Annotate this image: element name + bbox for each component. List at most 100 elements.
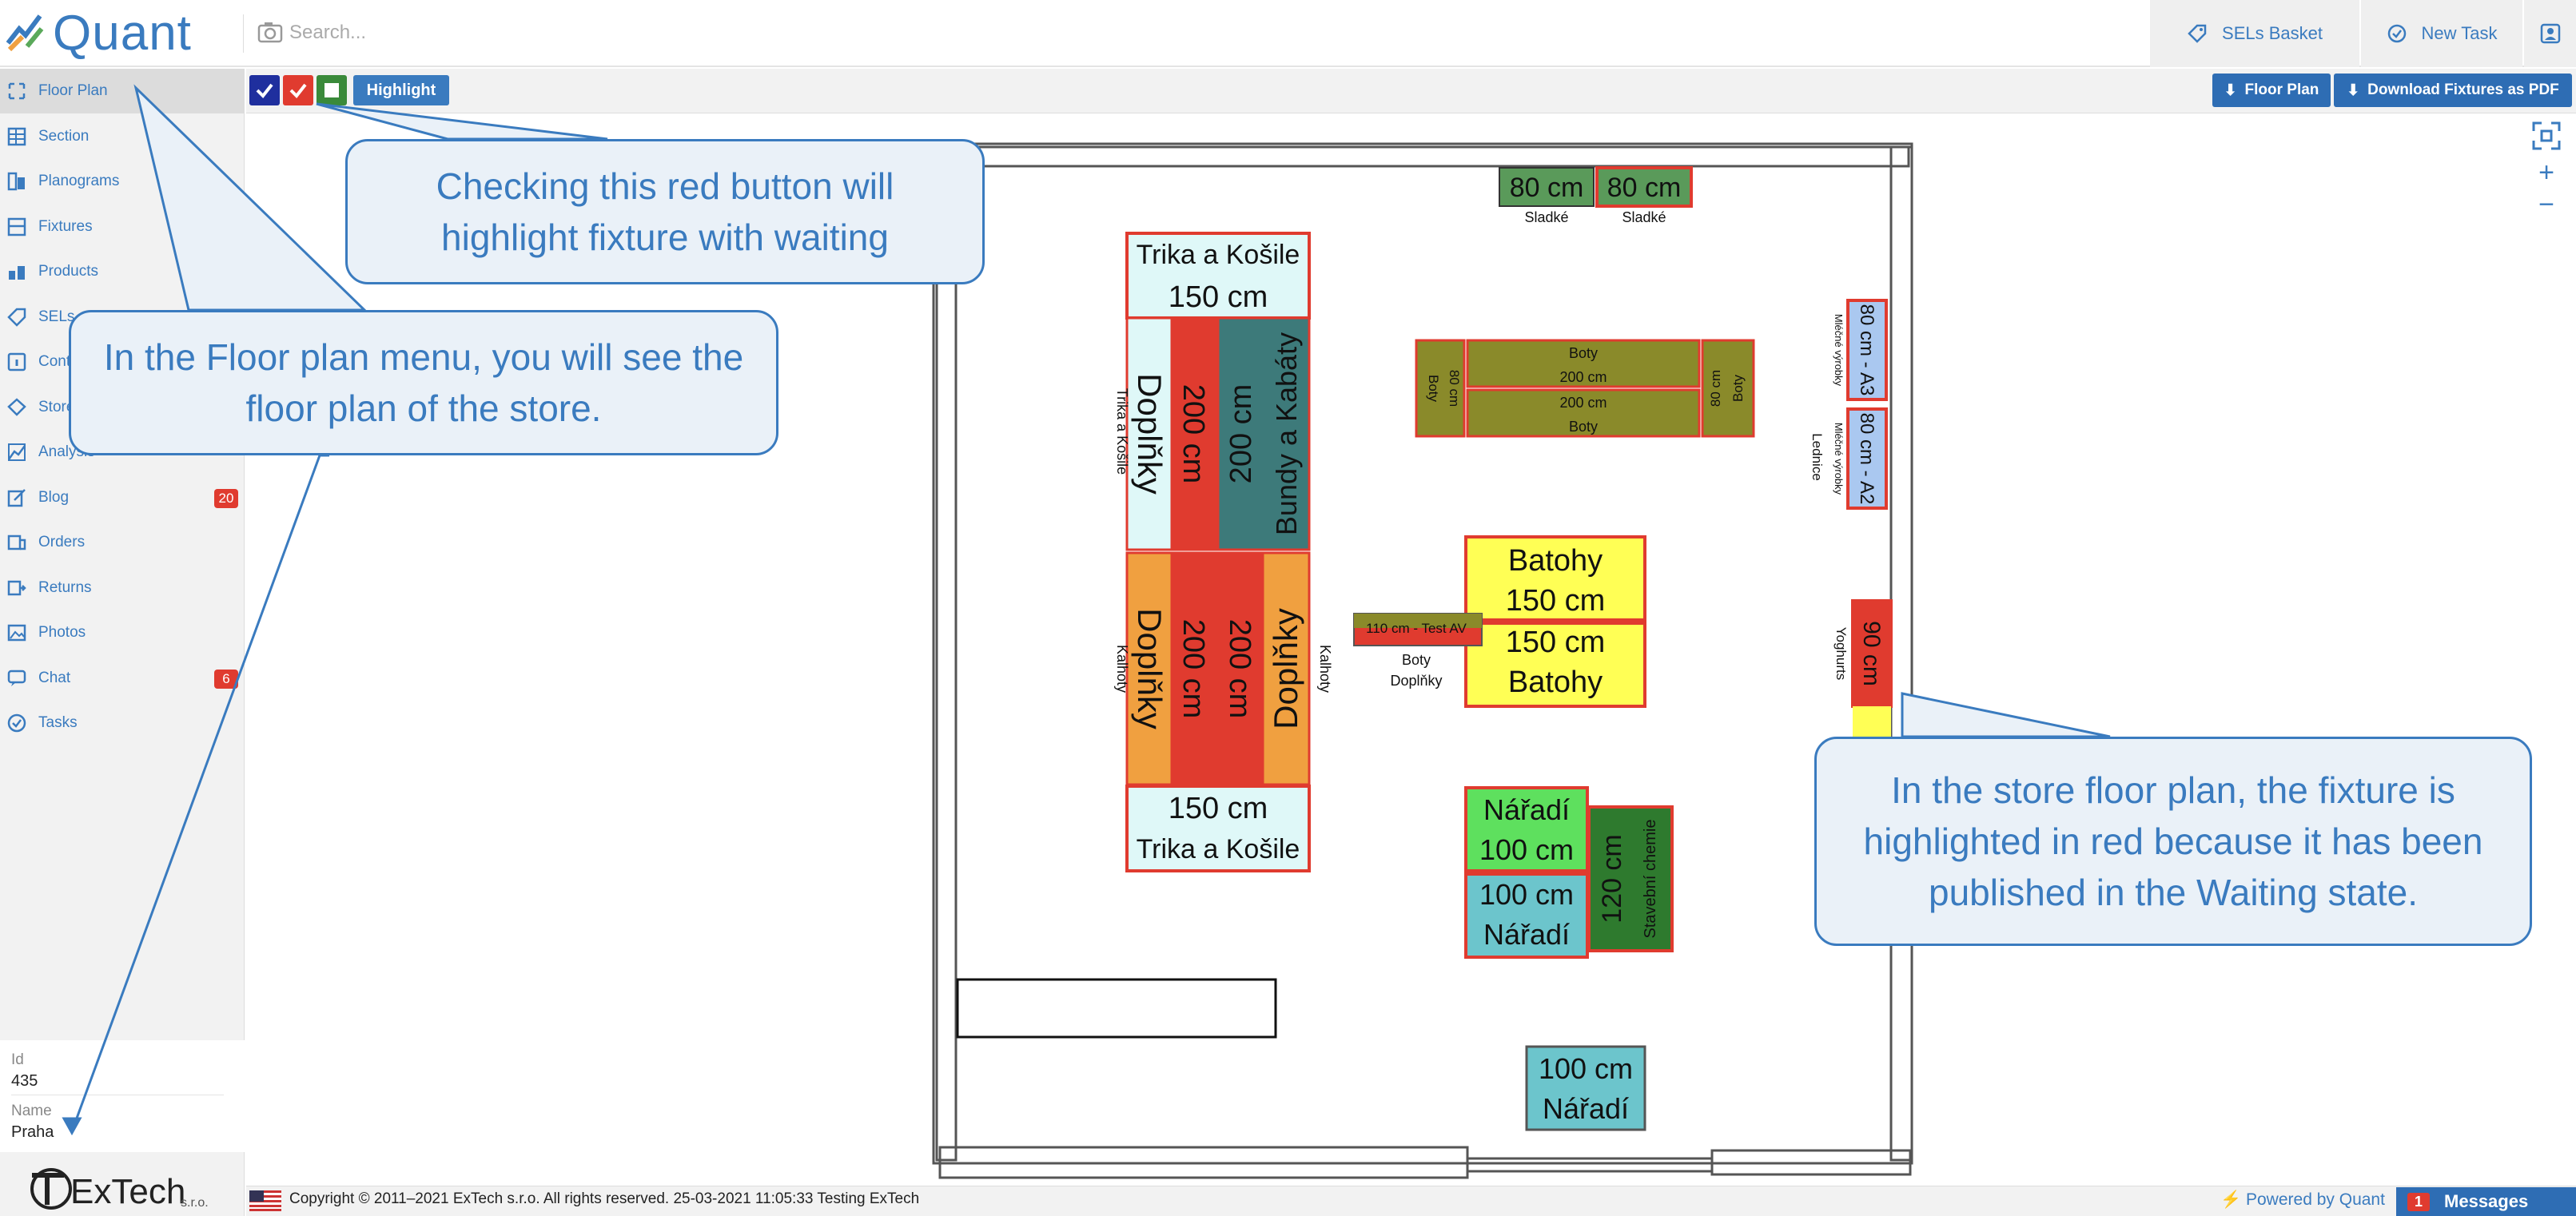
fixture-label: Yoghurts — [1833, 627, 1849, 680]
fixture-boty[interactable]: Boty 200 cm 200 cm Boty Boty 80 cm 80 cm… — [1415, 339, 1755, 438]
contacts-icon — [7, 352, 26, 372]
svg-text:ExTech: ExTech — [70, 1172, 185, 1211]
fixture-batohy[interactable]: Batohy 150 cm 150 cm Batohy — [1464, 535, 1646, 708]
fixture-size: 200 cm — [1177, 384, 1210, 484]
highlight-button[interactable]: Highlight — [353, 75, 449, 105]
chat-icon — [7, 670, 26, 686]
fixture-lower-block[interactable]: Doplňky 200 cm 200 cm Doplňky — [1125, 551, 1311, 786]
sels-basket-label: SELs Basket — [2222, 23, 2323, 43]
fixture-upper-block[interactable]: Doplňky 200 cm 200 cm Bundy a Kabáty — [1125, 316, 1311, 551]
floor-plan-icon — [8, 82, 26, 100]
sidebar-item-orders[interactable]: Orders — [0, 520, 245, 565]
fixture-label: Doplňky — [1131, 373, 1169, 495]
empty-box-icon — [324, 83, 339, 97]
fixture-sladke-2[interactable]: 80 cm Sladké — [1595, 166, 1693, 225]
extech-logo: ExTech s.r.o. — [30, 1168, 209, 1211]
svg-text:s.r.o.: s.r.o. — [181, 1196, 209, 1210]
returns-icon — [7, 580, 26, 595]
fixture-label: Sladké — [1622, 209, 1666, 225]
messages-button[interactable]: 1 Messages — [2396, 1187, 2576, 1216]
blue-highlight-checkbox[interactable] — [249, 75, 280, 105]
fixtures-icon — [7, 217, 26, 236]
fixture-naradi-single[interactable]: 100 cm Nářadí — [1525, 1045, 1646, 1131]
sidebar-item-label: Photos — [38, 624, 86, 641]
us-flag-icon[interactable] — [249, 1190, 281, 1211]
sidebar-item-cont[interactable]: Cont — [0, 340, 245, 384]
floor-plan-download-label: Floor Plan — [2244, 81, 2319, 98]
profile-button[interactable] — [2524, 0, 2576, 67]
fixture-size: 150 cm — [1169, 280, 1268, 314]
sidebar-item-photos[interactable]: Photos — [0, 610, 245, 655]
fixture-size: 90 cm — [1858, 621, 1885, 686]
zoom-in-button[interactable]: + — [2538, 157, 2554, 188]
user-icon — [2540, 23, 2560, 44]
messages-label: Messages — [2444, 1191, 2529, 1211]
fixture-mlecne-vyrobky[interactable]: 80 cm - A3 80 cm - A2 Mléčné výrobky Mlé… — [1810, 299, 1888, 510]
app-name[interactable]: Quant — [53, 6, 192, 61]
sidebar-item-store[interactable]: Store — [0, 385, 245, 430]
fixture-size: 80 cm — [1510, 173, 1584, 203]
sidebar-item-label: Fixtures — [38, 217, 93, 235]
photos-icon — [7, 624, 26, 642]
fixture-stavebni-chemie[interactable]: 120 cm Stavební chemie — [1587, 805, 1674, 952]
fixture-yoghurts[interactable]: 90 cm Yoghurts — [1833, 599, 1893, 738]
red-highlight-checkbox[interactable] — [283, 75, 313, 105]
fixture-label: Batohy — [1508, 666, 1603, 699]
green-highlight-checkbox[interactable] — [317, 75, 347, 105]
sidebar-item-floor-plan[interactable]: Floor Plan — [0, 69, 245, 113]
sidebar-item-badge: 6 — [214, 669, 238, 689]
sidebar-item-fixtures[interactable]: Fixtures — [0, 205, 245, 249]
sidebar-item-label: Products — [38, 263, 98, 280]
fixture-label: Nářadí — [1543, 1092, 1629, 1125]
fixture-size: 200 cm — [1223, 619, 1256, 719]
floorplan-toolbar — [246, 69, 2576, 113]
fixture-naradi[interactable]: Nářadí 100 cm 100 cm Nářadí — [1464, 786, 1589, 959]
fixture-size: 150 cm — [1506, 626, 1606, 659]
quant-logo-icon[interactable] — [5, 11, 46, 53]
store-walls — [932, 142, 1913, 1179]
new-task-button[interactable]: New Task — [2361, 0, 2522, 67]
store-icon — [7, 397, 26, 416]
camera-icon[interactable] — [257, 21, 283, 43]
sidebar-item-planograms[interactable]: Planograms — [0, 159, 245, 204]
zoom-out-button[interactable]: − — [2538, 189, 2554, 220]
products-icon — [9, 266, 25, 280]
fixture-label: Mléčné výrobky — [1833, 314, 1845, 387]
counter-outline — [956, 978, 1277, 1039]
fixture-sladke-1[interactable]: 80 cm Sladké — [1499, 167, 1595, 225]
sels-basket-button[interactable]: SELs Basket — [2150, 0, 2359, 67]
fixture-label: Lednice — [1810, 433, 1825, 481]
sidebar-item-returns[interactable]: Returns — [0, 566, 245, 610]
sidebar-item-label: Planograms — [38, 173, 120, 189]
powered-by-link[interactable]: ⚡ Powered by Quant — [2220, 1190, 2385, 1210]
fixture-label: Nářadí — [1483, 918, 1570, 951]
fixture-side-label: Kalhoty — [1317, 645, 1333, 693]
id-value: 435 — [11, 1072, 38, 1090]
callout-store-floor-plan: In the store floor plan, the fixture is … — [1814, 737, 2532, 946]
search-input[interactable] — [288, 16, 767, 50]
fixture-label: Doplňky — [1131, 608, 1169, 729]
section-icon — [7, 127, 26, 145]
sidebar-item-sels[interactable]: SELs — [0, 295, 245, 340]
fixture-label: Nářadí — [1483, 793, 1570, 826]
fixture-label: Boty — [1730, 374, 1746, 402]
sidebar-item-tasks[interactable]: Tasks — [0, 701, 245, 745]
fixture-trika-top[interactable]: Trika a Košile 150 cm — [1125, 232, 1311, 320]
sidebar-item-label: Store — [38, 398, 75, 415]
fixture-test-av[interactable]: 110 cm - Test AV Boty Doplňky — [1353, 613, 1483, 689]
name-label: Name — [11, 1103, 52, 1119]
fixture-trika-bottom[interactable]: 150 cm Trika a Košile — [1125, 785, 1311, 872]
fixture-label: Boty — [1426, 375, 1441, 403]
sidebar-item-section[interactable]: Section — [0, 114, 245, 159]
fit-screen-icon[interactable] — [2530, 120, 2562, 152]
download-fixtures-pdf-button[interactable]: ⬇ Download Fixtures as PDF — [2334, 74, 2572, 107]
fixture-label: Doplňky — [1390, 673, 1442, 689]
tasks-icon — [7, 713, 26, 733]
download-icon: ⬇ — [2224, 81, 2237, 99]
sidebar-item-products[interactable]: Products — [0, 249, 245, 294]
fixture-size: 80 cm — [1607, 173, 1682, 203]
floor-plan-download-button[interactable]: ⬇ Floor Plan — [2212, 74, 2331, 107]
